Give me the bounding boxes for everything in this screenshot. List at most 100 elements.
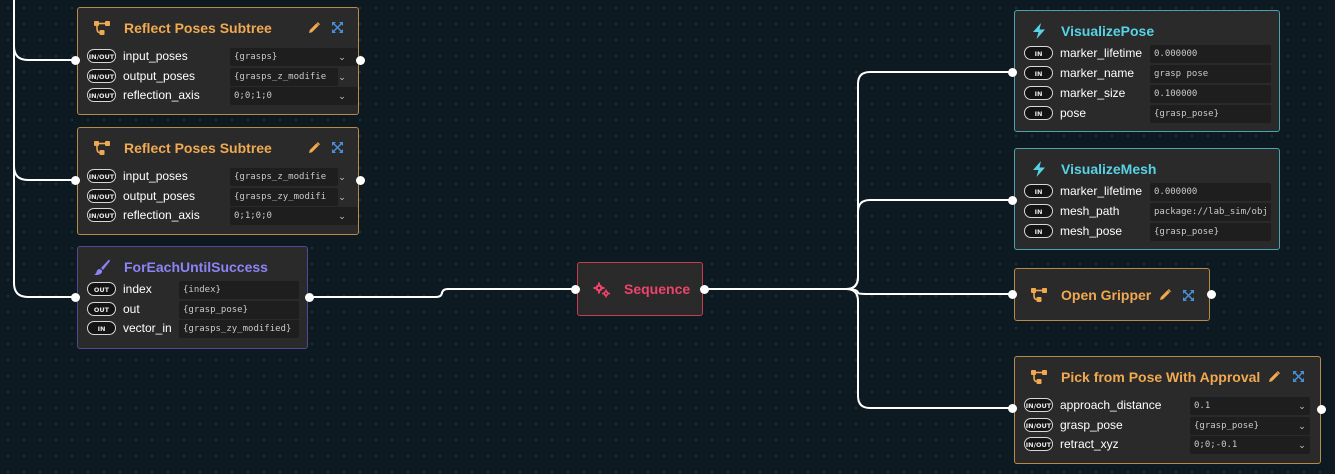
pencil-icon[interactable] <box>1158 288 1172 302</box>
port-direction-badge: IN <box>1024 106 1053 120</box>
output-port[interactable] <box>1207 290 1216 299</box>
expand-icon[interactable] <box>1292 370 1305 383</box>
wire-seq-pickfrompose <box>704 288 1012 409</box>
subtree-icon <box>94 21 110 35</box>
port-row: IN pose {grasp_pose} <box>1024 105 1271 123</box>
port-value-select[interactable]: {grasps_z_modifie <box>230 168 338 186</box>
port-name: marker_name <box>1060 66 1135 80</box>
chevron-down-icon[interactable]: ⌄ <box>1298 401 1306 411</box>
input-port[interactable] <box>571 285 580 294</box>
port-direction-badge: OUT <box>87 302 116 316</box>
input-port[interactable] <box>1008 68 1017 77</box>
port-name: output_poses <box>123 189 196 203</box>
output-port[interactable] <box>356 56 365 65</box>
wire-foreach-sequence <box>310 288 575 298</box>
port-name: input_poses <box>123 169 188 183</box>
port-name: marker_lifetime <box>1060 184 1143 198</box>
port-value-select[interactable]: 0;1;0;0 <box>230 207 358 225</box>
port-direction-badge: IN/OUT <box>1024 418 1053 432</box>
port-row: IN/OUT retract_xyz 0;0;-0.1 ⌄ <box>1024 436 1311 454</box>
node-title: Open Gripper <box>1061 287 1152 303</box>
port-value-select[interactable]: 0;0;-0.1 <box>1190 436 1310 454</box>
output-port[interactable] <box>1317 405 1326 414</box>
chevron-down-icon[interactable]: ⌄ <box>338 192 346 202</box>
output-port[interactable] <box>700 285 709 294</box>
port-name: marker_size <box>1060 86 1126 100</box>
port-row: IN/OUT input_poses {grasps} ⌄ <box>87 48 358 66</box>
node-title: VisualizePose <box>1061 23 1155 39</box>
pencil-icon[interactable] <box>307 21 321 35</box>
input-port[interactable] <box>71 293 80 302</box>
port-value-field[interactable]: {grasp_pose} <box>1150 105 1271 123</box>
port-value-select[interactable]: {grasp_pose} <box>1190 417 1310 435</box>
port-value-select[interactable]: {grasps_zy_modifi <box>230 188 338 206</box>
port-row: OUT out {grasp_pose} <box>87 301 299 319</box>
node-open-gripper[interactable]: Open Gripper <box>1014 268 1210 321</box>
port-row: IN marker_size 0.100000 <box>1024 85 1271 103</box>
wire-to-reflect2 <box>13 0 75 181</box>
port-name: mesh_pose <box>1060 224 1123 238</box>
port-value-field[interactable]: {grasp_pose} <box>179 301 299 319</box>
port-direction-badge: IN/OUT <box>87 49 116 63</box>
node-visualize-pose[interactable]: VisualizePose IN marker_lifetime 0.00000… <box>1014 10 1280 132</box>
node-reflect-poses-subtree-2[interactable]: Reflect Poses Subtree IN/OUT input_poses… <box>77 127 359 235</box>
port-value-field[interactable]: 0.000000 <box>1150 183 1271 201</box>
port-value-field[interactable]: package://lab_sim/obj <box>1150 203 1271 221</box>
port-value-field[interactable]: grasp pose <box>1150 65 1271 83</box>
chevron-down-icon[interactable]: ⌄ <box>338 52 346 62</box>
port-row: IN/OUT output_poses {grasps_z_modifie ⌄ <box>87 68 349 86</box>
wire-to-foreach <box>13 0 75 298</box>
input-port[interactable] <box>71 176 80 185</box>
output-port[interactable] <box>305 293 314 302</box>
expand-icon[interactable] <box>331 21 344 34</box>
port-direction-badge: IN <box>1024 46 1053 60</box>
subtree-icon <box>1031 288 1047 302</box>
port-row: IN/OUT grasp_pose {grasp_pose} ⌄ <box>1024 417 1311 435</box>
port-row: IN mesh_pose {grasp_pose} <box>1024 223 1271 241</box>
node-reflect-poses-subtree-1[interactable]: Reflect Poses Subtree IN/OUT input_poses… <box>77 7 359 115</box>
node-sequence[interactable]: Sequence <box>577 262 703 316</box>
port-value-field[interactable]: {grasp_pose} <box>1150 223 1271 241</box>
port-value-field[interactable]: {grasps_zy_modified} <box>179 320 299 338</box>
port-direction-badge: IN/OUT <box>87 69 116 83</box>
port-direction-badge: IN <box>1024 66 1053 80</box>
port-value-select[interactable]: 0;0;1;0 <box>230 87 358 105</box>
input-port[interactable] <box>1008 290 1017 299</box>
input-port[interactable] <box>1008 196 1017 205</box>
chevron-down-icon[interactable]: ⌄ <box>338 91 346 101</box>
output-port[interactable] <box>356 176 365 185</box>
port-row: IN/OUT reflection_axis 0;1;0;0 ⌄ <box>87 207 358 225</box>
port-value-field[interactable]: 0.000000 <box>1150 45 1271 63</box>
port-value-select[interactable]: {grasps_z_modifie <box>230 68 338 86</box>
port-direction-badge: IN/OUT <box>1024 437 1053 451</box>
node-title: ForEachUntilSuccess <box>124 259 268 275</box>
chevron-down-icon[interactable]: ⌄ <box>1298 421 1306 431</box>
port-row: IN/OUT output_poses {grasps_zy_modifi ⌄ <box>87 188 349 206</box>
port-name: reflection_axis <box>123 208 200 222</box>
node-title: Sequence <box>624 281 691 297</box>
chevron-down-icon[interactable]: ⌄ <box>338 172 346 182</box>
chevron-down-icon[interactable]: ⌄ <box>338 211 346 221</box>
port-row: OUT index {index} <box>87 281 299 299</box>
port-row: IN vector_in {grasps_zy_modified} <box>87 320 299 338</box>
wire-seq-visualizemesh <box>704 199 1012 290</box>
port-value-field[interactable]: {index} <box>179 281 299 299</box>
node-title: VisualizeMesh <box>1061 161 1157 177</box>
chevron-down-icon[interactable]: ⌄ <box>1298 440 1306 450</box>
input-port[interactable] <box>71 56 80 65</box>
port-value-select[interactable]: 0.1 <box>1190 397 1310 415</box>
expand-icon[interactable] <box>1182 289 1195 302</box>
port-value-field[interactable]: 0.100000 <box>1150 85 1271 103</box>
node-visualize-mesh[interactable]: VisualizeMesh IN marker_lifetime 0.00000… <box>1014 148 1280 250</box>
node-for-each-until-success[interactable]: ForEachUntilSuccess OUT index {index} OU… <box>77 246 308 349</box>
chevron-down-icon[interactable]: ⌄ <box>338 72 346 82</box>
port-value-select[interactable]: {grasps} <box>230 48 358 66</box>
node-pick-from-pose-with-approval[interactable]: Pick from Pose With Approval IN/OUT appr… <box>1014 356 1321 464</box>
pencil-icon[interactable] <box>1267 370 1281 384</box>
port-direction-badge: OUT <box>87 282 116 296</box>
pencil-icon[interactable] <box>307 141 321 155</box>
input-port[interactable] <box>1008 404 1017 413</box>
port-row: IN mesh_path package://lab_sim/obj <box>1024 203 1271 221</box>
port-row: IN marker_lifetime 0.000000 <box>1024 183 1271 201</box>
expand-icon[interactable] <box>331 141 344 154</box>
